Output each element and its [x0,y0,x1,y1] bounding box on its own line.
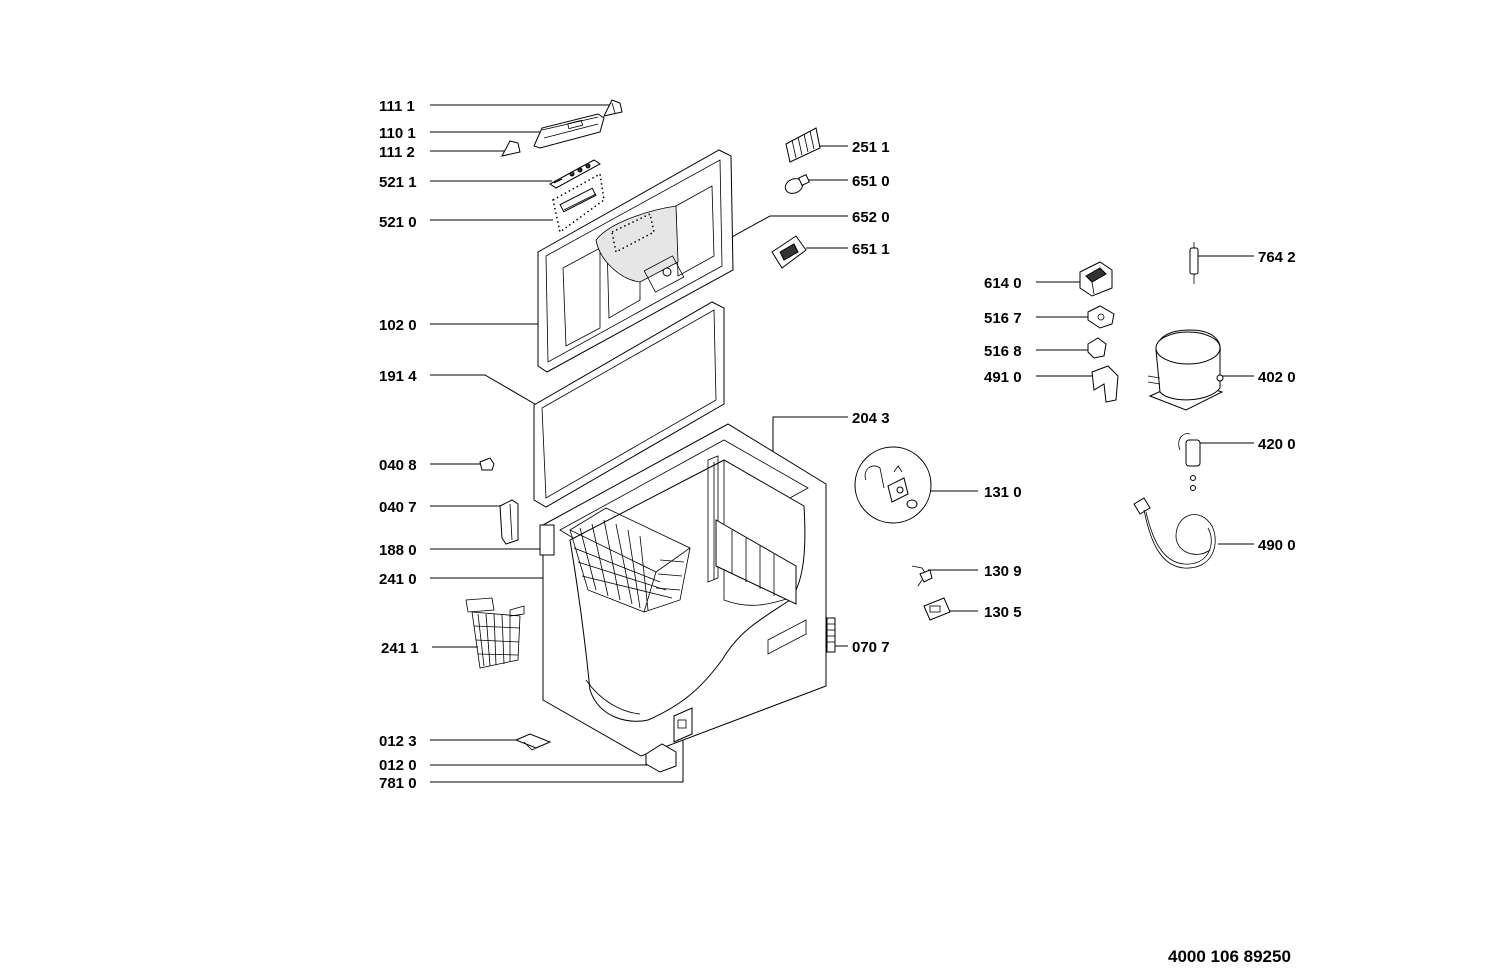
label-111-2: 111 2 [379,144,415,161]
label-130-5: 130 5 [984,604,1022,621]
label-251-1: 251 1 [852,139,890,156]
label-102-0: 102 0 [379,317,417,334]
control-panel-strip [549,159,601,189]
label-402-0: 402 0 [1258,369,1296,386]
relay-614-0 [1079,261,1113,297]
label-241-1: 241 1 [381,640,419,657]
label-521-1: 521 1 [379,174,417,191]
label-111-1: 111 1 [379,98,415,115]
label-012-0: 012 0 [379,757,417,774]
capacitor-420-0 [1178,433,1201,491]
knob-130-5 [923,597,951,621]
label-070-7: 070 7 [852,639,890,656]
label-040-7: 040 7 [379,499,417,516]
wire-basket-large [569,507,691,613]
vent-grille-251-1 [785,127,821,163]
cover-491-0 [1091,365,1119,403]
handle-bar [533,113,605,149]
wire-basket-small [465,597,525,669]
clip-040-8 [479,457,495,471]
label-490-0: 490 0 [1258,537,1296,554]
freezer-lid [537,149,734,373]
label-191-4: 191 4 [379,368,417,385]
handle-end-cap-right [603,99,623,117]
document-number: 4000 106 89250 [1168,947,1291,966]
label-614-0: 614 0 [984,275,1022,292]
clip-516-8 [1087,337,1107,359]
label-110-1: 110 1 [379,125,416,142]
hinge-cover-040-7 [499,499,519,545]
label-040-8: 040 8 [379,457,417,474]
freezer-cabinet [539,423,836,773]
label-420-0: 420 0 [1258,436,1296,453]
label-516-7: 516 7 [984,310,1022,327]
lamp-bulb-651-0 [784,174,810,194]
leader-781-0 [430,730,684,783]
clip-516-7 [1087,305,1115,329]
filter-drier-764-2 [1189,242,1199,284]
label-130-9: 130 9 [984,563,1022,580]
sensor-130-9 [911,565,933,587]
lamp-socket-651-1 [771,235,807,269]
lid-gasket [533,301,725,508]
control-assembly-dotted [552,172,605,234]
label-651-1: 651 1 [852,241,890,258]
label-491-0: 491 0 [984,369,1022,386]
label-131-0: 131 0 [984,484,1022,501]
label-012-3: 012 3 [379,733,417,750]
handle-end-cap-left [501,140,521,157]
bracket-012-3 [514,733,552,751]
power-cord-490-0 [1133,497,1216,569]
leader-191-4 [430,374,541,408]
label-516-8: 516 8 [984,343,1022,360]
label-781-0: 781 0 [379,775,417,792]
label-204-3: 204 3 [852,410,890,427]
thermostat-detail-circle [854,446,932,524]
label-651-0: 651 0 [852,173,890,190]
compressor-402-0 [1147,329,1224,411]
label-764-2: 764 2 [1258,249,1296,266]
label-652-0: 652 0 [852,209,890,226]
label-521-0: 521 0 [379,214,417,231]
label-188-0: 188 0 [379,542,417,559]
label-241-0: 241 0 [379,571,417,588]
